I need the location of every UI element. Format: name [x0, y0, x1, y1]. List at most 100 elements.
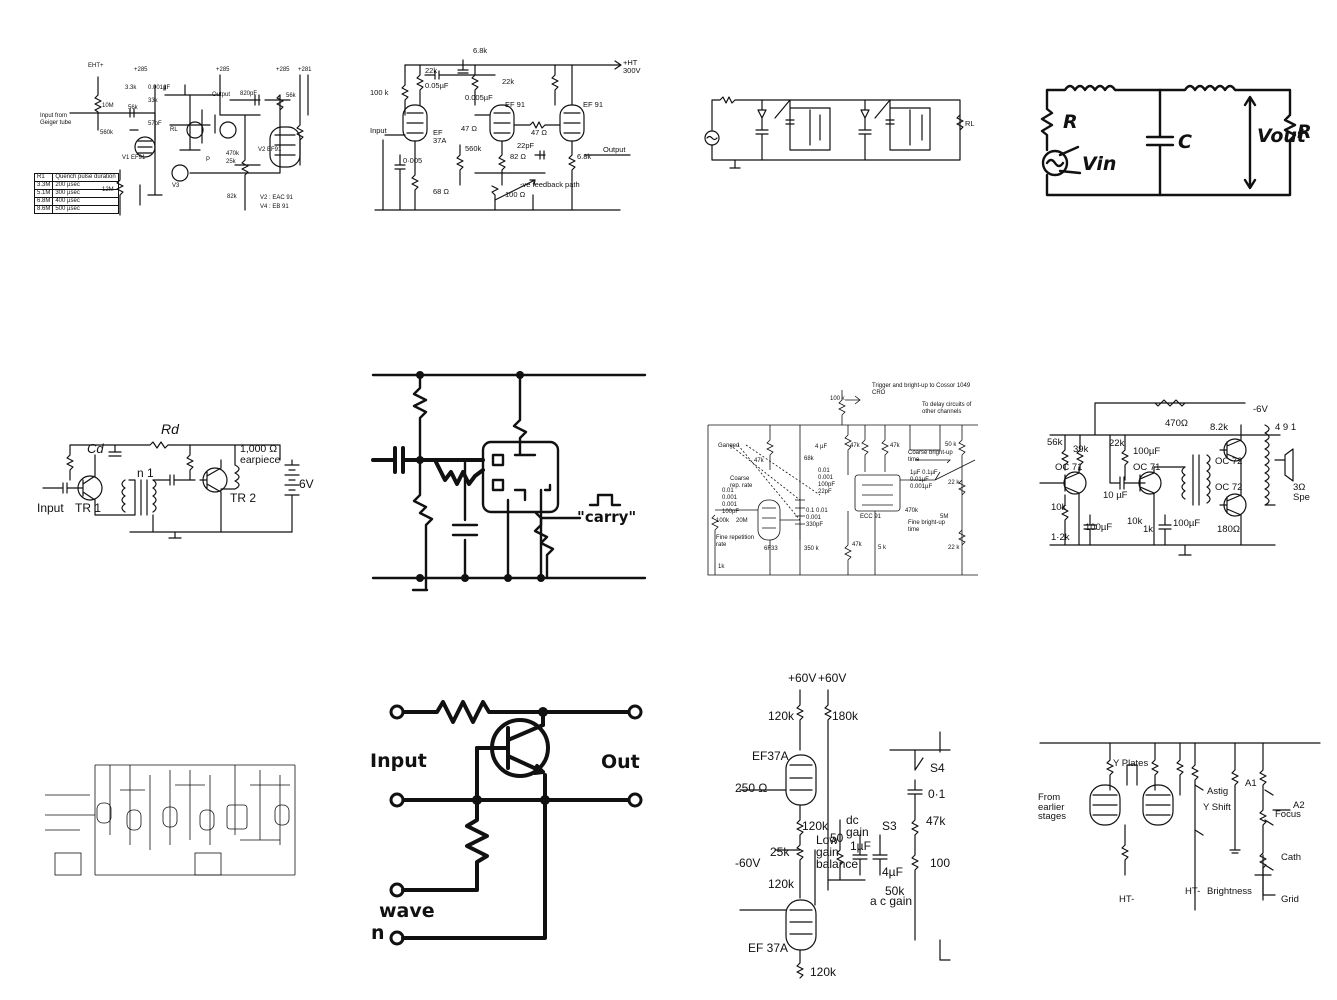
r47k3-label: 47k: [890, 443, 900, 449]
table-cell: 400 µsec: [52, 197, 119, 206]
r68k-label: 68k: [804, 456, 814, 462]
r560k-label: 560k: [465, 144, 482, 153]
fine-bright-label: Fine bright-up time: [908, 520, 946, 533]
r120k3-label: 120k: [768, 877, 795, 891]
caps-a-label: 0.01 0.001 0.001 100pF: [722, 488, 740, 515]
c100c-label: 100µF: [1173, 518, 1201, 529]
speaker-label: 3Ω Spe: [1293, 482, 1310, 503]
trigger-label: Trigger and bright-up to Cossor 1049 CRO: [872, 383, 971, 396]
vout-label: Vout: [1257, 125, 1306, 147]
ef33-label: 6F33: [764, 546, 778, 552]
low-gain-label: Low gain balance: [816, 833, 859, 871]
s4-label: S4: [930, 761, 945, 775]
c10-label: 10 µF: [1103, 490, 1128, 501]
c4u-label: 4µF: [882, 865, 903, 879]
n1-label: n 1: [137, 466, 154, 480]
ef91-amplifier-schematic: [374, 59, 631, 211]
table-cell: 6.8M: [33, 197, 54, 206]
table-cell: 3.3M: [33, 181, 54, 190]
table-cell: 5.1M: [33, 189, 54, 198]
v1-label: V1 EF91: [122, 155, 146, 161]
v60a-label: +60V: [788, 671, 817, 685]
focus-label: Focus: [1275, 809, 1301, 820]
oc72b-label: OC 72: [1215, 482, 1243, 493]
v60b-label: +60V: [818, 671, 847, 685]
r47k-label: 47k: [754, 458, 764, 464]
ef91b-label: EF 91: [583, 100, 604, 109]
r39k-label: 39k: [1073, 444, 1089, 455]
p281-label: +281: [298, 67, 312, 73]
r10k-label: 10k: [1051, 502, 1067, 513]
r5m-label: 5M: [940, 514, 949, 520]
yplates-label: Y Plates: [1113, 758, 1149, 769]
tiny-dense-schematic: [45, 764, 296, 876]
input-label: Input: [370, 126, 387, 135]
r22k-label: 22k: [425, 66, 438, 75]
r100k2-label: 100k: [716, 518, 730, 524]
r10k2-label: 10k: [1127, 516, 1143, 527]
r33k-label: 3.3k: [125, 85, 137, 91]
rl-label: RL: [965, 119, 975, 128]
output-label: Output: [212, 92, 231, 98]
output-label: Output: [603, 145, 626, 154]
ac-gain-label: a c gain: [870, 894, 913, 908]
input-label: Input: [37, 501, 64, 515]
brightness-label: Brightness: [1207, 886, 1252, 897]
r47-label: 47 Ω: [461, 124, 478, 133]
r50k-label: 50: [830, 831, 844, 845]
r120k4-label: 120k: [810, 965, 837, 979]
cath-label: Cath: [1281, 852, 1302, 863]
rl-label: RL: [170, 127, 178, 133]
r56k-label: 56k: [1047, 437, 1063, 448]
rd-label: Rd: [161, 421, 179, 437]
ht-label: +HT 300V: [623, 58, 641, 75]
transistor-wave-schematic: [389, 700, 643, 946]
r470k-label: 470k: [226, 151, 240, 157]
rc-filter-schematic: [1040, 84, 1297, 197]
oc71a-label: OC 71: [1055, 462, 1083, 473]
wave-label: wave: [379, 900, 435, 922]
panel-transistor-wave: Input Out wave n: [365, 690, 650, 955]
s3-label: S3: [882, 819, 897, 833]
r47b-label: 47 Ω: [531, 128, 548, 137]
panel-carry-stage: "carry": [365, 360, 650, 600]
r82k-label: 82k: [227, 194, 237, 200]
a2-label: A2: [1293, 800, 1305, 811]
r50k-label: 50 k: [945, 442, 957, 448]
r68-label: 68 Ω: [433, 187, 450, 196]
v60c-label: -60V: [735, 856, 761, 870]
panel-ef37a-dc: +60V +60V 120k 180k EF37A 250 Ω S4 0·1 4…: [730, 670, 970, 985]
output-label: Out: [601, 751, 640, 773]
coarse-bright-label: Coarse bright-up time: [908, 450, 953, 463]
r82k-label: 8.2k: [1210, 422, 1228, 433]
a1-label: A1: [1245, 778, 1257, 789]
r470-label: 470Ω: [1165, 418, 1188, 429]
table-row: 3.3M 200 µsec: [33, 181, 119, 190]
earpiece-label: 1,000 Ω earpiece: [240, 443, 281, 466]
panel-rc-filter: R C Vout R Vin: [1035, 75, 1315, 205]
r350k-label: 350 k: [804, 546, 819, 552]
r50k2-label: 50k: [885, 884, 905, 898]
table-row: 5.1M 300 µsec: [33, 189, 119, 198]
v2note-label: V2 : EAC 91: [260, 195, 294, 201]
ganged-label: Ganged: [718, 443, 740, 449]
crt-controls-schematic: [1039, 742, 1321, 911]
r1k-label: 1k: [1143, 524, 1154, 535]
c4u-label: 4 µF: [815, 444, 828, 450]
r47k2-label: 47k: [850, 443, 860, 449]
carry-stage-schematic: [371, 371, 647, 592]
table-cell: 500 µsec: [52, 205, 119, 214]
r47k-label: 47k: [926, 814, 946, 828]
r47k4-label: 47k: [852, 542, 862, 548]
r25k-label: 25k: [770, 845, 790, 859]
ht-label: HT-: [1119, 894, 1135, 905]
c0005-label: 0.005µF: [465, 93, 493, 102]
r100k-label: 100 k: [370, 88, 389, 97]
ratio-label: 4 9 1: [1275, 422, 1297, 433]
r250-label: 250 Ω: [735, 781, 768, 795]
c100a-label: 100µF: [1133, 446, 1161, 457]
p285c-label: +285: [276, 67, 290, 73]
v3-label: V3: [172, 183, 180, 189]
c22p-label: 22pF: [517, 141, 535, 150]
p285b-label: +285: [216, 67, 230, 73]
